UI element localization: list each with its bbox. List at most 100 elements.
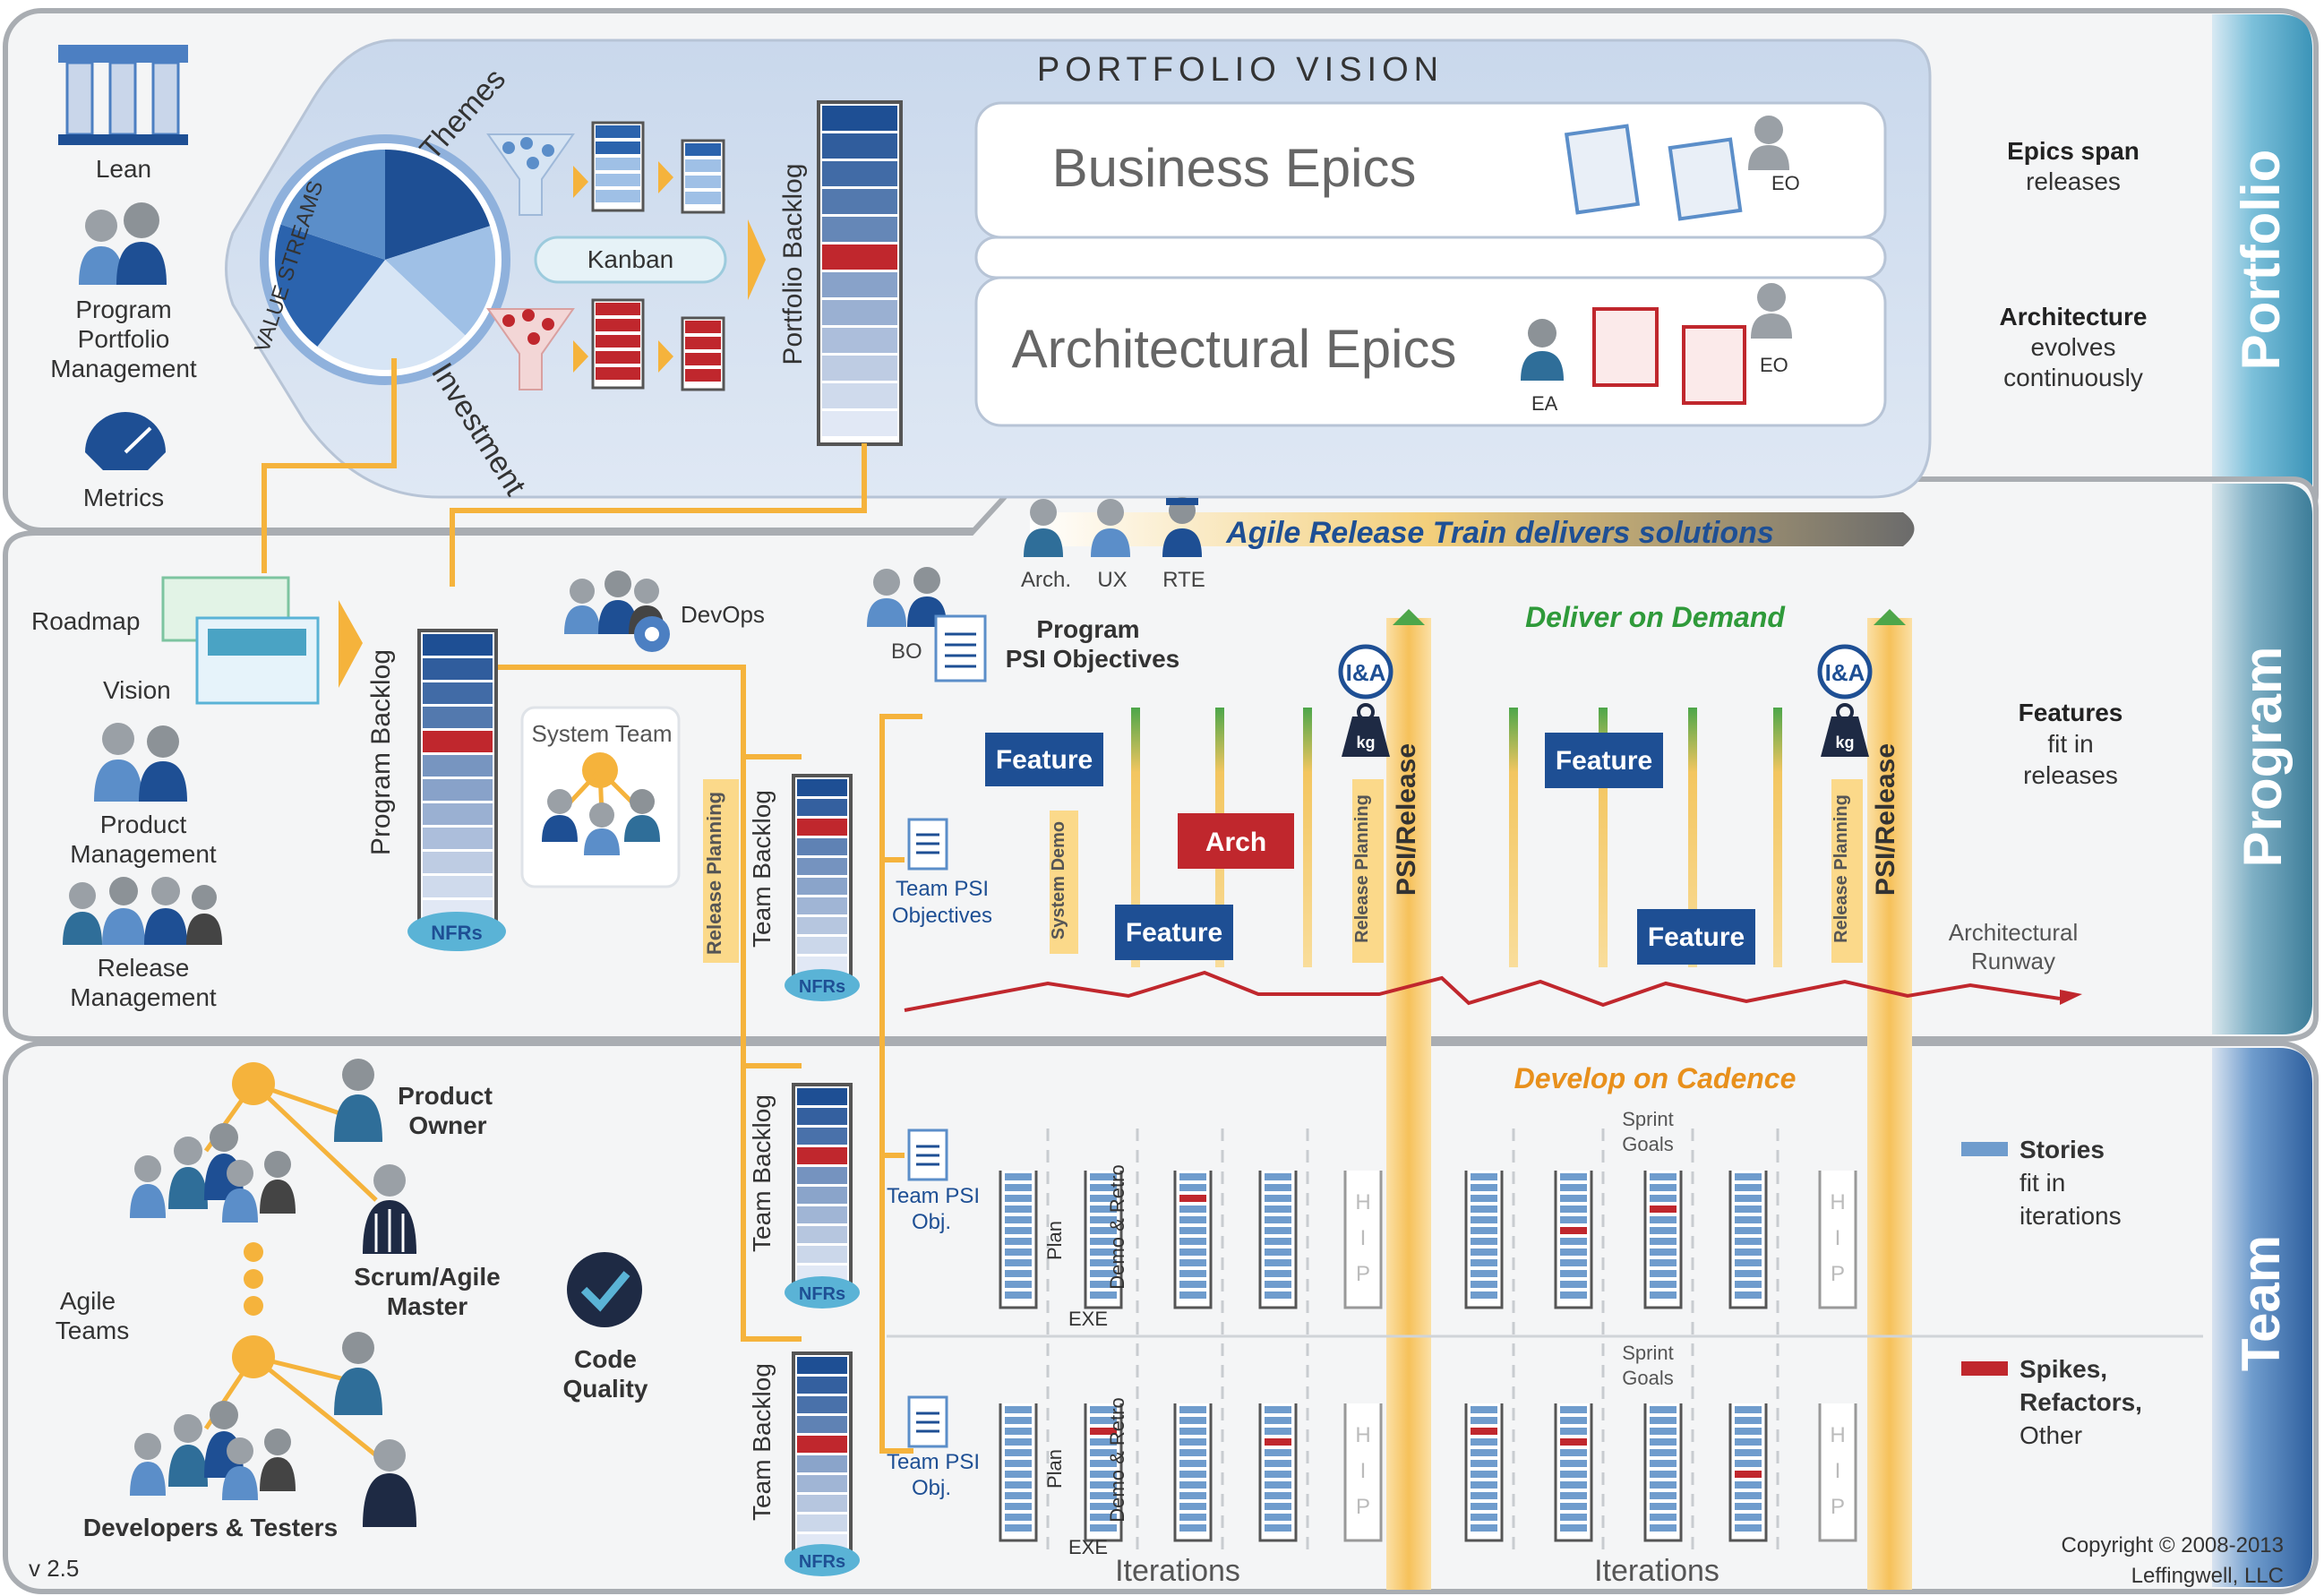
iteration-stack-top-row — [1179, 1270, 1206, 1277]
iteration-stack-top-row — [1179, 1291, 1206, 1299]
psi-release-column-1: PSI/Release — [1386, 609, 1431, 1590]
team-backlog-3-row — [797, 1514, 847, 1532]
iteration-stack-top-row — [1265, 1259, 1291, 1266]
features-note-2: fit in — [2047, 730, 2093, 758]
iteration-stack-top-row — [1650, 1227, 1677, 1234]
iteration-stack-bottom-row — [1650, 1524, 1677, 1532]
program-backlog-row — [423, 682, 493, 704]
iteration-stack-top-row — [1650, 1291, 1677, 1299]
team-nfrs-label-1: NFRs — [799, 977, 845, 997]
iteration-stack-top-row — [1471, 1195, 1497, 1202]
agile-teams-label-1: Agile — [60, 1287, 116, 1315]
kanban-bin-blue-1-row — [596, 142, 640, 154]
program-backlog-stack — [417, 629, 498, 931]
iteration-stack-top-row — [1005, 1216, 1032, 1223]
feature-label-2: Feature — [1126, 918, 1222, 948]
iteration-stack-top-row — [1265, 1184, 1291, 1191]
iteration-stack-top-row — [1090, 1248, 1117, 1256]
iteration-stack-bottom-row — [1265, 1438, 1291, 1446]
iteration-stack-top-row — [1471, 1238, 1497, 1245]
team-backlog-1-row — [797, 819, 847, 836]
iteration-stack-bottom-row — [1471, 1460, 1497, 1467]
iteration-stack-bottom-row — [1090, 1417, 1117, 1424]
version-label: v 2.5 — [29, 1555, 79, 1582]
iteration-stack-bottom-row — [1005, 1492, 1032, 1499]
hip-letter: H — [1355, 1190, 1370, 1214]
team-psi-obj-label-2a: Team PSI — [887, 1450, 980, 1474]
iteration-stack-top-row — [1179, 1184, 1206, 1191]
team-backlog-3-row — [797, 1377, 847, 1394]
team-psi-obj-icon-1 — [907, 1128, 948, 1181]
iteration-stack-top-row — [1179, 1248, 1206, 1256]
funnel-top-icon — [486, 133, 575, 216]
product-owner-label-1: Product — [398, 1082, 493, 1110]
devops-label: DevOps — [681, 601, 765, 628]
team-people-top-icon — [130, 1123, 296, 1223]
feature-box-3: Feature — [1545, 733, 1663, 788]
iteration-stack-top-row — [1650, 1281, 1677, 1288]
program-backlog-row — [423, 658, 493, 680]
hip-letter: H — [1355, 1423, 1370, 1447]
portfolio-backlog-row — [822, 272, 897, 297]
portfolio-backlog-stack — [817, 100, 903, 446]
kanban-bin-red-1-row — [596, 335, 640, 348]
hip-letter: I — [1835, 1226, 1841, 1250]
iteration-stack-bottom-row — [1471, 1524, 1497, 1532]
iteration-stack-top-row — [1090, 1216, 1117, 1223]
legend-stories-label-3: iterations — [2020, 1202, 2122, 1230]
kanban-bin-blue-2-row — [685, 143, 721, 156]
ia-label-1: I&A — [1346, 659, 1386, 686]
features-note-1: Features — [2019, 699, 2123, 726]
gear-icon — [634, 616, 670, 652]
team-backlog-2-row — [797, 1167, 847, 1184]
program-backlog-row — [423, 634, 493, 656]
iteration-stack-bottom-row — [1179, 1471, 1206, 1478]
iteration-stack-bottom-row — [1735, 1492, 1762, 1499]
iteration-stack-bottom-row — [1179, 1481, 1206, 1489]
deliver-on-demand-label: Deliver on Demand — [1525, 601, 1786, 633]
iteration-stack-bottom-row — [1005, 1406, 1032, 1413]
iteration-stack-bottom-row — [1005, 1503, 1032, 1510]
kanban-bin-blue-1-row — [596, 190, 640, 202]
architectural-runway-label-2: Runway — [1971, 948, 2055, 974]
feature-label-4: Feature — [1648, 922, 1745, 952]
kanban-label: Kanban — [587, 245, 674, 273]
exe-label-2: EXE — [1068, 1536, 1108, 1558]
portfolio-backlog-row — [822, 300, 897, 325]
iteration-stack-top-row — [1560, 1216, 1587, 1223]
epics-span-note-1: Epics span — [2007, 137, 2140, 165]
team-backlog-3-row — [797, 1475, 847, 1492]
iteration-stack-bottom-row — [1560, 1514, 1587, 1521]
program-psi-label-2: PSI Objectives — [1006, 645, 1180, 673]
iteration-stack-bottom-row — [1090, 1471, 1117, 1478]
team-backlog-1-row — [797, 878, 847, 895]
team-backlog-3-row — [797, 1495, 847, 1512]
iteration-stack-bottom-row — [1650, 1438, 1677, 1446]
iteration-stack-bottom-row — [1265, 1428, 1291, 1435]
iteration-stack-bottom-row — [1005, 1471, 1032, 1478]
legend-spikes-label-1: Spikes, — [2020, 1355, 2107, 1383]
iteration-stack-top-row — [1560, 1291, 1587, 1299]
iteration-stack-bottom-row — [1265, 1471, 1291, 1478]
iteration-stack-top-row — [1560, 1281, 1587, 1288]
iteration-stack-top-row — [1471, 1248, 1497, 1256]
iteration-stack-bottom-row — [1179, 1449, 1206, 1456]
iteration-stack-top-row — [1005, 1270, 1032, 1277]
iteration-stack-bottom-row — [1650, 1449, 1677, 1456]
team-backlog-2-row — [797, 1128, 847, 1145]
iteration-stack-top-row — [1560, 1206, 1587, 1213]
feature-label-1: Feature — [996, 745, 1093, 775]
portfolio-backlog-row — [822, 217, 897, 242]
legend-spikes-label-2: Refactors, — [2020, 1388, 2142, 1416]
art-role-ux: UX — [1097, 568, 1127, 592]
team-backlog-2-row — [797, 1187, 847, 1204]
portfolio-backlog — [817, 100, 903, 446]
portfolio-backlog-row — [822, 411, 897, 436]
iteration-stack-bottom-row — [1560, 1503, 1587, 1510]
kanban-to-backlog-arrow — [748, 219, 766, 300]
plan-label-2: Plan — [1043, 1449, 1066, 1489]
hip-iteration: HIP — [1343, 1403, 1383, 1542]
program-backlog-row — [423, 828, 493, 849]
release-planning-bar-3: Release Planning — [1831, 779, 1863, 963]
iteration-stack-bottom-row — [1090, 1406, 1117, 1413]
